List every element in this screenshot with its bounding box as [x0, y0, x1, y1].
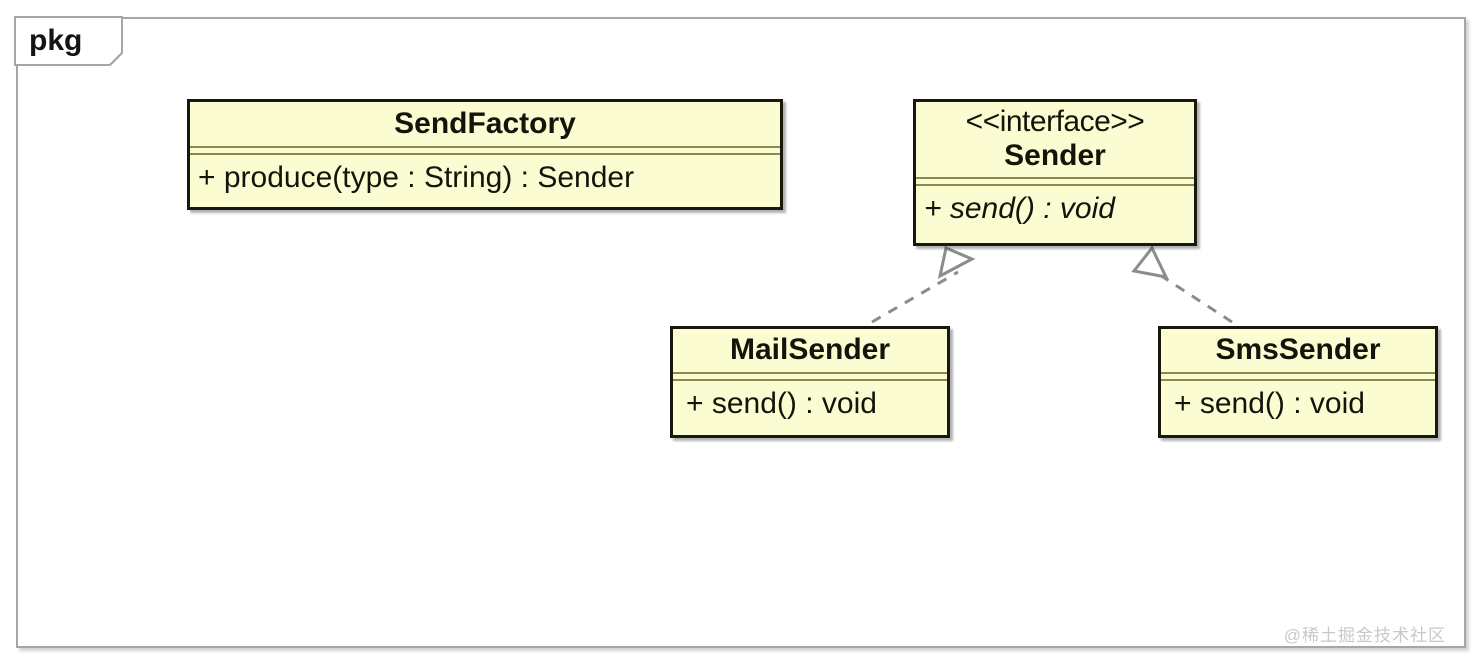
- uml-class-mailsender[interactable]: MailSender + send() : void: [670, 326, 950, 438]
- class-name: Sender: [1004, 138, 1106, 172]
- class-name: SendFactory: [394, 107, 576, 140]
- class-member-row: + send() : void: [686, 386, 877, 420]
- uml-class-header: MailSender: [673, 329, 947, 372]
- class-member-row: + send() : void: [1174, 386, 1365, 420]
- uml-class-sender[interactable]: <<interface>> Sender + send() : void: [913, 99, 1197, 246]
- compartment-separator: [190, 145, 780, 155]
- uml-class-smssender[interactable]: SmsSender + send() : void: [1158, 326, 1438, 438]
- class-name: SmsSender: [1215, 333, 1381, 366]
- uml-class-sendfactory[interactable]: SendFactory + produce(type : String) : S…: [187, 99, 783, 210]
- class-name: MailSender: [729, 333, 891, 366]
- watermark-text: @稀土掘金技术社区: [1283, 626, 1446, 645]
- compartment-separator: [1161, 371, 1435, 381]
- uml-class-header: SmsSender: [1161, 329, 1435, 372]
- package-label: pkg: [29, 24, 83, 57]
- class-stereotype: <<interface>>: [965, 105, 1145, 138]
- uml-class-header: <<interface>> Sender: [916, 102, 1194, 177]
- class-member-row: + send() : void: [924, 192, 1115, 226]
- compartment-separator: [916, 177, 1194, 187]
- class-member-row: + produce(type : String) : Sender: [198, 160, 635, 194]
- uml-class-header: SendFactory: [190, 102, 780, 146]
- compartment-separator: [673, 371, 947, 381]
